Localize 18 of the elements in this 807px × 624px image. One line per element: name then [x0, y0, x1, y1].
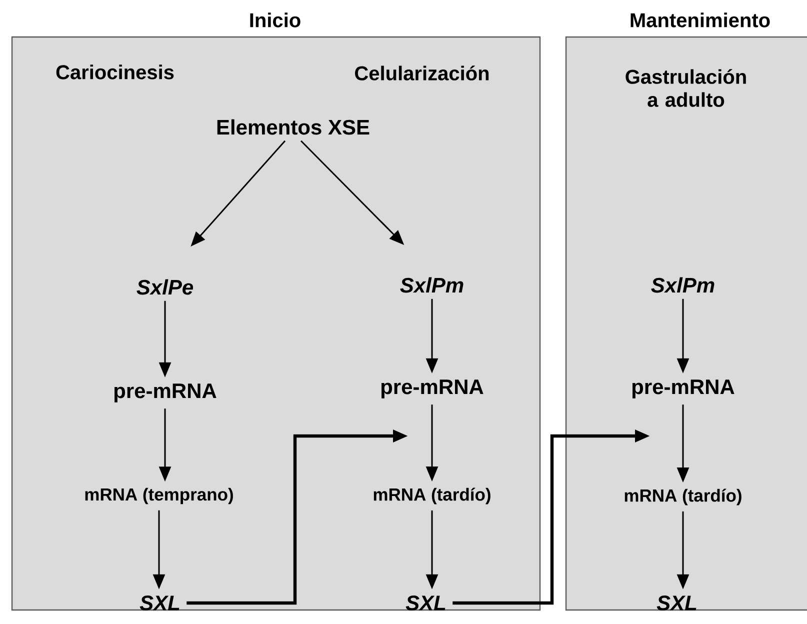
node-label: mRNA (temprano) — [85, 488, 233, 504]
node-label: SxlPe — [136, 279, 194, 295]
node-label: mRNA (tardío) — [624, 488, 742, 506]
panel-title: Mantenimiento — [630, 12, 770, 28]
node-label: SXL — [140, 596, 180, 610]
stage-heading: Gastrulación a adulto — [626, 69, 746, 107]
node-label: pre-mRNA — [381, 380, 484, 398]
node-label: SxlPm — [651, 277, 714, 293]
node-label: Elementos XSE — [217, 119, 370, 135]
node-label: SXL — [406, 596, 446, 610]
node-label: SXL — [656, 596, 696, 610]
node-label: pre-mRNA — [632, 380, 734, 398]
stage-heading: Cariocinesis — [56, 64, 174, 80]
node-label: mRNA (tardío) — [374, 488, 490, 504]
panel-title: Inicio — [250, 12, 300, 28]
stage-heading: Celularización — [355, 66, 489, 80]
node-label: pre-mRNA — [114, 384, 216, 402]
node-label: SxlPm — [400, 277, 464, 293]
